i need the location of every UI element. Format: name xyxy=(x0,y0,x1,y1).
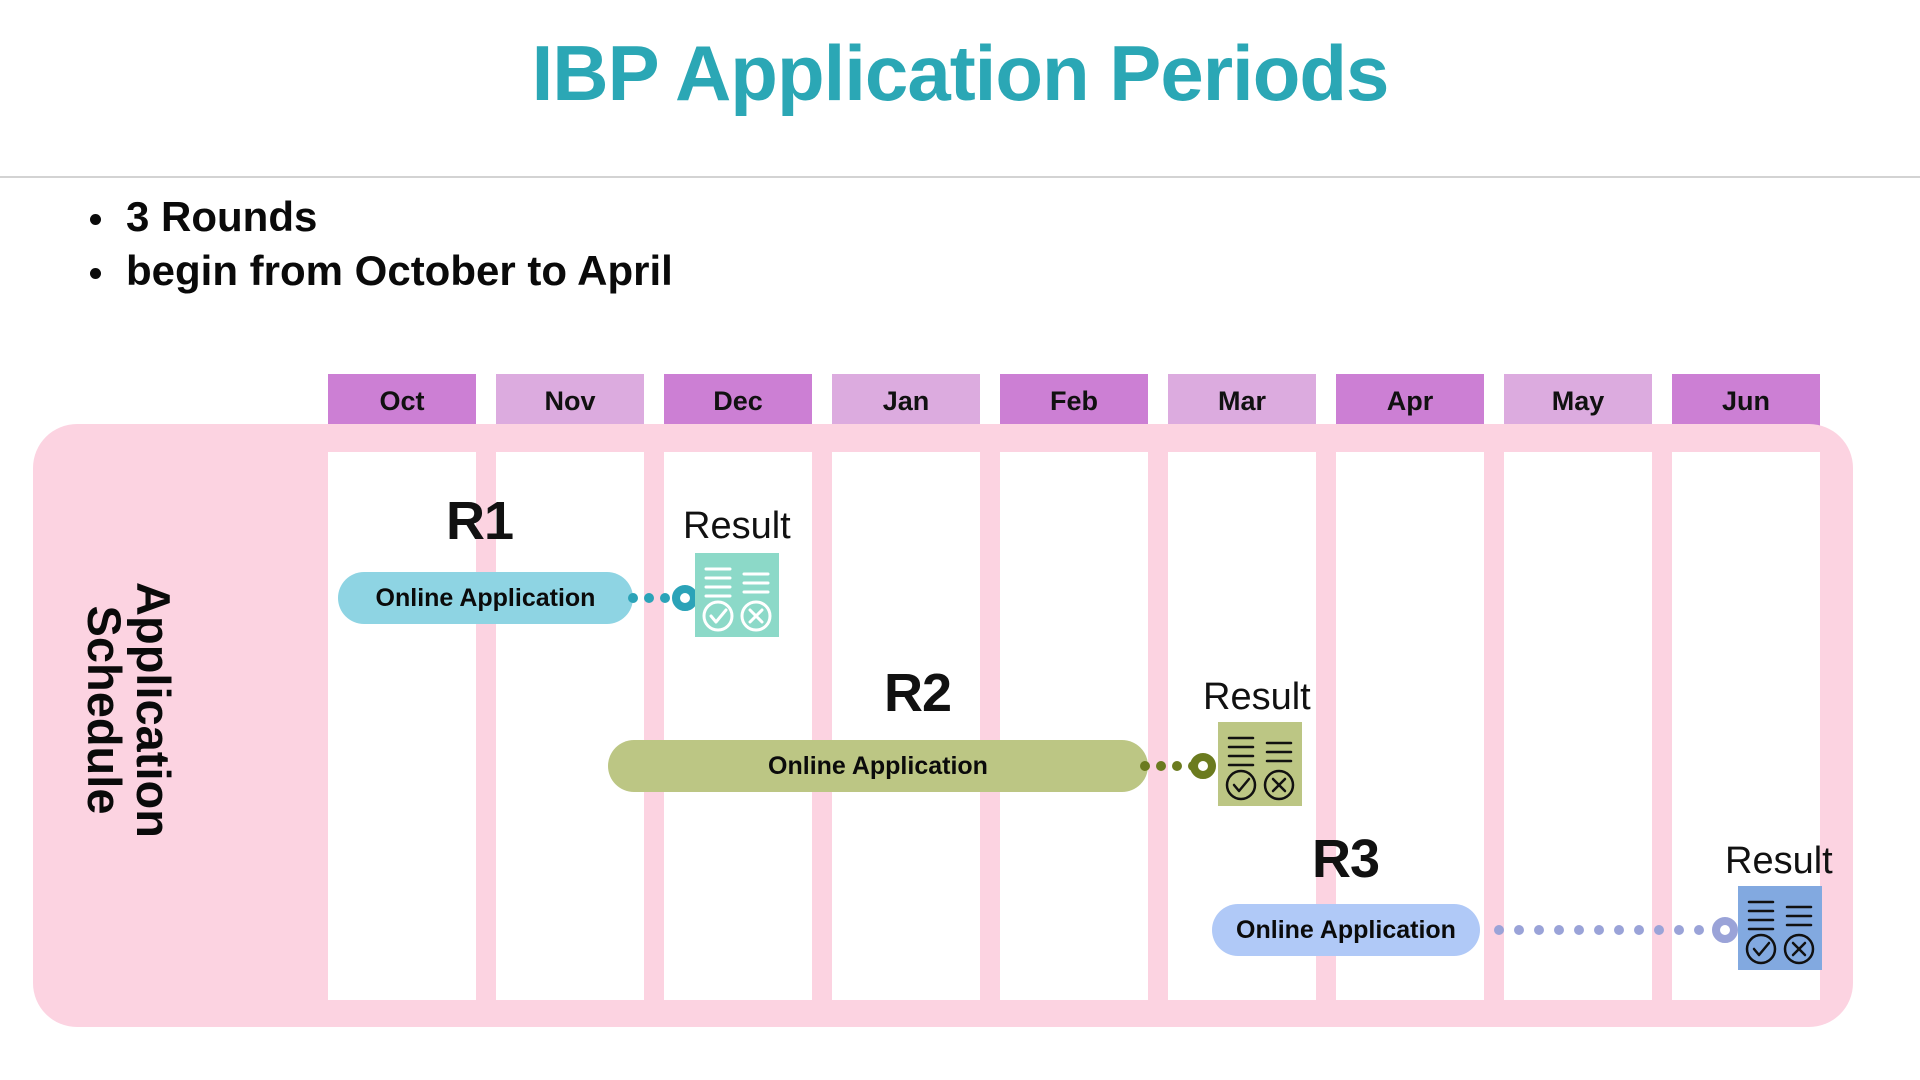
result-icon-r1 xyxy=(695,553,779,637)
month-header-feb: Feb xyxy=(1000,374,1148,428)
month-header-jan: Jan xyxy=(832,374,980,428)
month-header-dec: Dec xyxy=(664,374,812,428)
result-label-r1: Result xyxy=(683,505,791,547)
month-header-apr: Apr xyxy=(1336,374,1484,428)
month-column-dec xyxy=(664,452,812,1000)
month-column-nov xyxy=(496,452,644,1000)
month-column-oct xyxy=(328,452,476,1000)
month-header-nov: Nov xyxy=(496,374,644,428)
bullet-list: 3 Rounds begin from October to April xyxy=(84,190,1284,298)
round-bar-r3[interactable]: Online Application xyxy=(1212,904,1480,956)
result-icon-r3 xyxy=(1738,886,1822,970)
month-column-feb xyxy=(1000,452,1148,1000)
month-header-oct: Oct xyxy=(328,374,476,428)
result-label-r2: Result xyxy=(1203,676,1311,718)
round-label-r2: R2 xyxy=(884,663,952,723)
month-column-may xyxy=(1504,452,1652,1000)
connector-ring-r1 xyxy=(672,585,698,611)
connector-dots-r3 xyxy=(1494,925,1724,935)
result-label-r3: Result xyxy=(1725,840,1833,882)
month-header-row: Oct Nov Dec Jan Feb Mar Apr May Jun xyxy=(328,374,1820,428)
round-label-r3: R3 xyxy=(1312,829,1380,889)
month-header-jun: Jun xyxy=(1672,374,1820,428)
round-label-r1: R1 xyxy=(446,491,514,551)
result-icon-r2 xyxy=(1218,722,1302,806)
round-bar-r2[interactable]: Online Application xyxy=(608,740,1148,792)
month-header-may: May xyxy=(1504,374,1652,428)
bullet-item-0: 3 Rounds xyxy=(84,190,1284,244)
month-header-mar: Mar xyxy=(1168,374,1316,428)
application-schedule-label: Application Schedule xyxy=(78,582,180,838)
round-bar-r1[interactable]: Online Application xyxy=(338,572,633,624)
connector-ring-r2 xyxy=(1190,753,1216,779)
month-column-jan xyxy=(832,452,980,1000)
bullet-item-1: begin from October to April xyxy=(84,244,1284,298)
title-divider xyxy=(0,176,1920,178)
page-title: IBP Application Periods xyxy=(531,29,1390,117)
connector-ring-r3 xyxy=(1712,917,1738,943)
month-columns xyxy=(328,452,1820,1000)
